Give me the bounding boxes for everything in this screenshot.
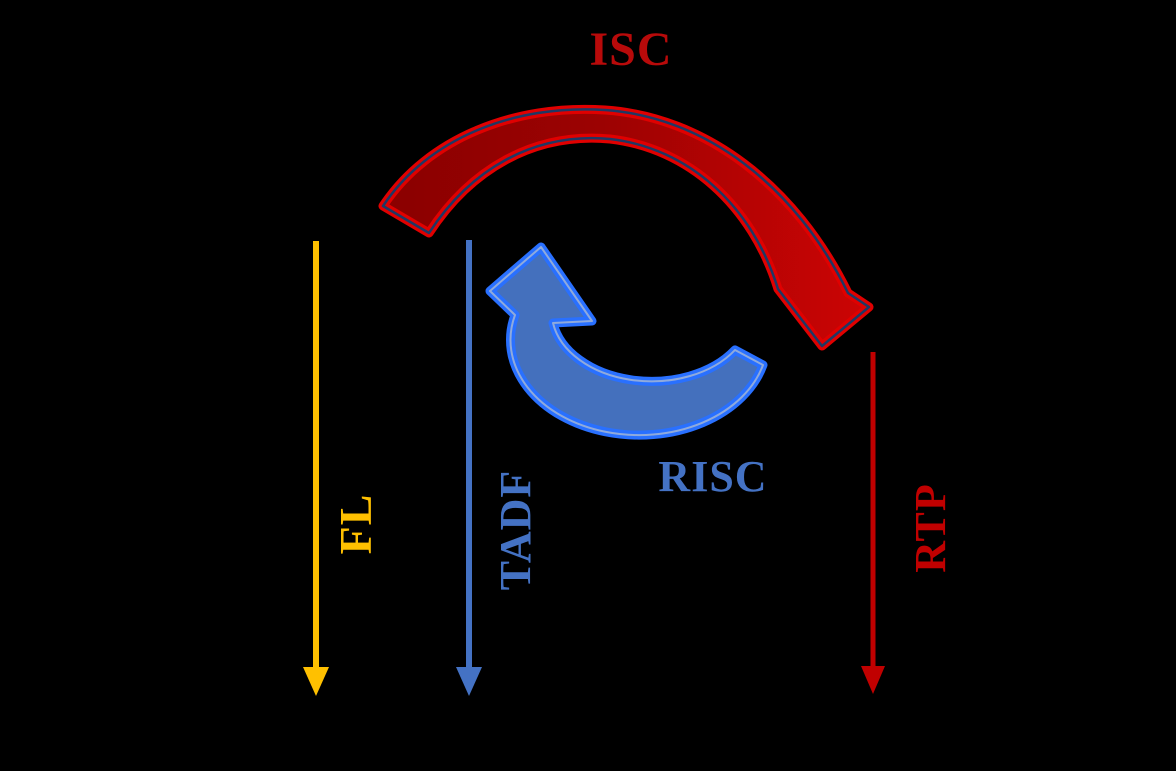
isc-curved-arrow-outline [381, 108, 871, 348]
rtp-arrow [861, 352, 885, 694]
fl-arrowhead [303, 667, 329, 696]
tadf-arrow [456, 240, 482, 696]
risc-circular-arrow-body [485, 242, 768, 440]
risc-circular-arrow [485, 242, 768, 440]
tadf-arrowhead [456, 667, 482, 696]
fl-arrow [303, 241, 329, 696]
isc-curved-arrow [378, 104, 874, 351]
risc-circular-arrow-inner-line [489, 246, 764, 437]
rtp-arrowhead [861, 666, 885, 694]
